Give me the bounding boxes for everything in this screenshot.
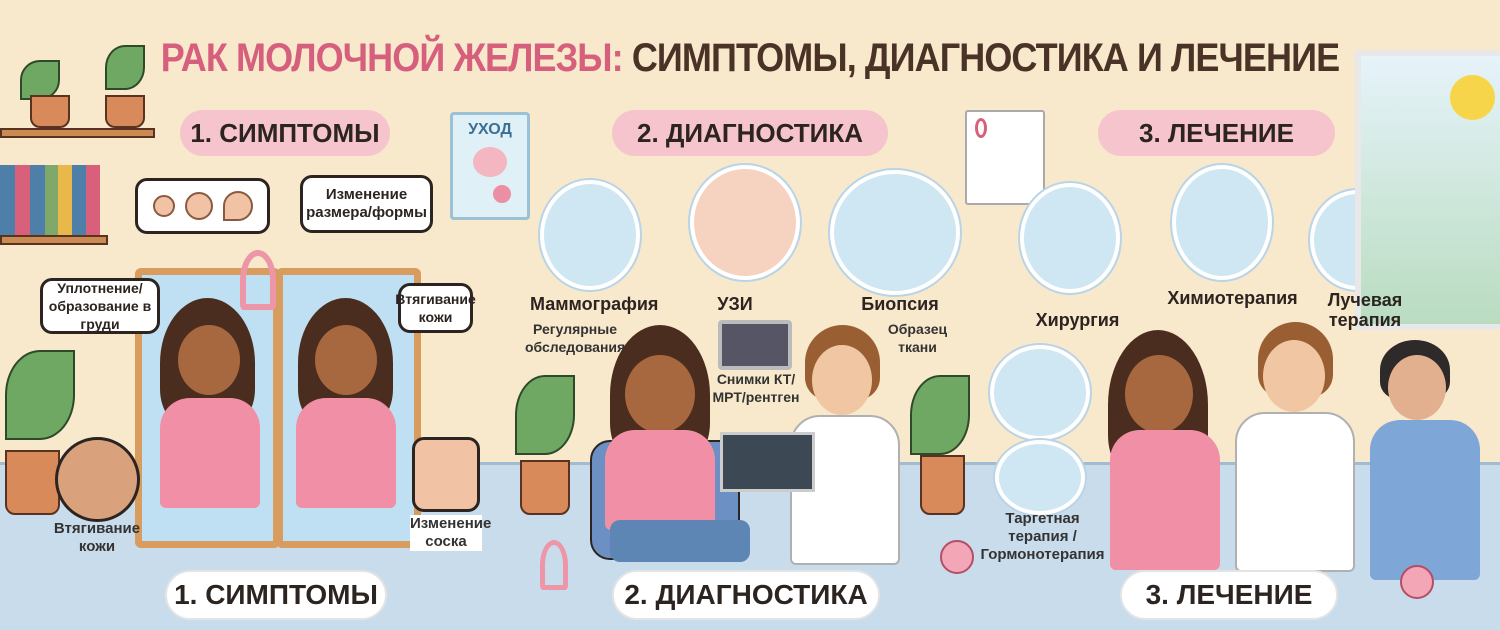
label-targeted-hormone: Таргетная терапия / Гормонотерапия [980, 510, 1105, 563]
flower-icon [1400, 565, 1434, 599]
pink-ribbon-icon [975, 118, 987, 138]
sun-icon [1450, 75, 1495, 120]
pot-icon [920, 455, 965, 515]
nipple-change-icon [412, 437, 480, 512]
flower-icon [493, 185, 511, 203]
doctor-face [812, 345, 872, 415]
woman-face [178, 325, 240, 395]
scan-monitor-icon [718, 320, 792, 370]
sublabel-biopsy: Образец ткани [887, 321, 948, 355]
pink-ribbon-icon [540, 540, 568, 590]
plant-icon [515, 375, 575, 455]
pot-icon [105, 95, 145, 128]
ct-scanner-icon [990, 345, 1090, 440]
callout-skin-retraction-top: Втягивание кожи [395, 283, 476, 333]
section-header-symptoms: 1. СИМПТОМЫ [180, 110, 390, 156]
breast-small-icon [152, 195, 175, 217]
patient-face [625, 355, 695, 433]
nurse-scrubs [1370, 420, 1480, 580]
section-header-diagnostics: 2. ДИАГНОСТИКА [612, 110, 888, 156]
heart-icon [473, 147, 507, 177]
ultrasound-icon [690, 165, 800, 280]
patient-face [1125, 355, 1193, 433]
page-title: РАК МОЛОЧНОЙ ЖЕЛЕЗЫ: СИМПТОМЫ, ДИАГНОСТИ… [75, 36, 1425, 81]
plant-icon [910, 375, 970, 455]
woman-face [315, 325, 377, 395]
callout-shape-icons [135, 178, 270, 234]
bookshelf [0, 235, 108, 245]
callout-nipple-change: Изменение соска [410, 515, 492, 551]
care-poster: УХОД [450, 112, 530, 220]
poster-label: УХОД [468, 121, 512, 138]
plant-icon [105, 45, 145, 90]
iv-drip-icon [1172, 165, 1272, 280]
microscope-icon [830, 170, 960, 295]
plant-icon [5, 350, 75, 440]
books-icon [0, 165, 100, 235]
breast-round-icon [184, 192, 213, 220]
callout-skin-retraction-bottom: Втягивание кожи [53, 520, 141, 555]
label-mammography: Маммография [530, 294, 659, 314]
label-surgery: Хирургия [1035, 310, 1120, 330]
mammography-machine-icon [540, 180, 640, 290]
pink-ribbon-icon [240, 250, 276, 310]
plant-icon [20, 60, 60, 100]
patient-shirt [1110, 430, 1220, 570]
section-footer-symptoms: 1. СИМПТОМЫ [165, 570, 387, 620]
callout-size-shape: Изменение размера/формы [300, 175, 433, 233]
patient-shirt [605, 430, 715, 530]
pot-icon [5, 450, 60, 515]
title-part2: СИМПТОМЫ, ДИАГНОСТИКА И ЛЕЧЕНИЕ [631, 36, 1340, 80]
doctor-face [1263, 340, 1325, 412]
patient-jeans [610, 520, 750, 562]
label-chemotherapy: Химиотерапия [1167, 288, 1298, 308]
treatment-chart-poster [965, 110, 1045, 205]
woman-shirt [296, 398, 396, 508]
callout-lump: Уплотнение/ образование в груди [40, 278, 160, 334]
sublabel-mammography: Регулярные обследования [525, 321, 626, 355]
label-biopsy: Биопсия [861, 294, 939, 314]
title-part1: РАК МОЛОЧНОЙ ЖЕЛЕЗЫ: [160, 36, 624, 80]
breast-side-icon [222, 191, 253, 221]
section-footer-diagnostics: 2. ДИАГНОСТИКА [612, 570, 880, 620]
flower-icon [940, 540, 974, 574]
xray-film-icon [720, 432, 815, 492]
section-footer-treatment: 3. ЛЕЧЕНИЕ [1120, 570, 1338, 620]
skin-texture-icon [55, 437, 140, 522]
wall-shelf [0, 128, 155, 138]
surgeon-icon [1020, 183, 1120, 293]
pot-icon [520, 460, 570, 515]
label-ct-mri-xray: Снимки КТ/ МРТ/рентген [712, 371, 800, 405]
pot-icon [30, 95, 70, 128]
section-header-treatment: 3. ЛЕЧЕНИЕ [1098, 110, 1335, 156]
label-ultrasound: УЗИ [717, 294, 753, 314]
doctor-coat [1235, 412, 1355, 572]
woman-shirt [160, 398, 260, 508]
nurse-face [1388, 355, 1446, 420]
pills-icon [995, 440, 1085, 515]
label-radiation: Лучевая терапия [1327, 290, 1403, 330]
